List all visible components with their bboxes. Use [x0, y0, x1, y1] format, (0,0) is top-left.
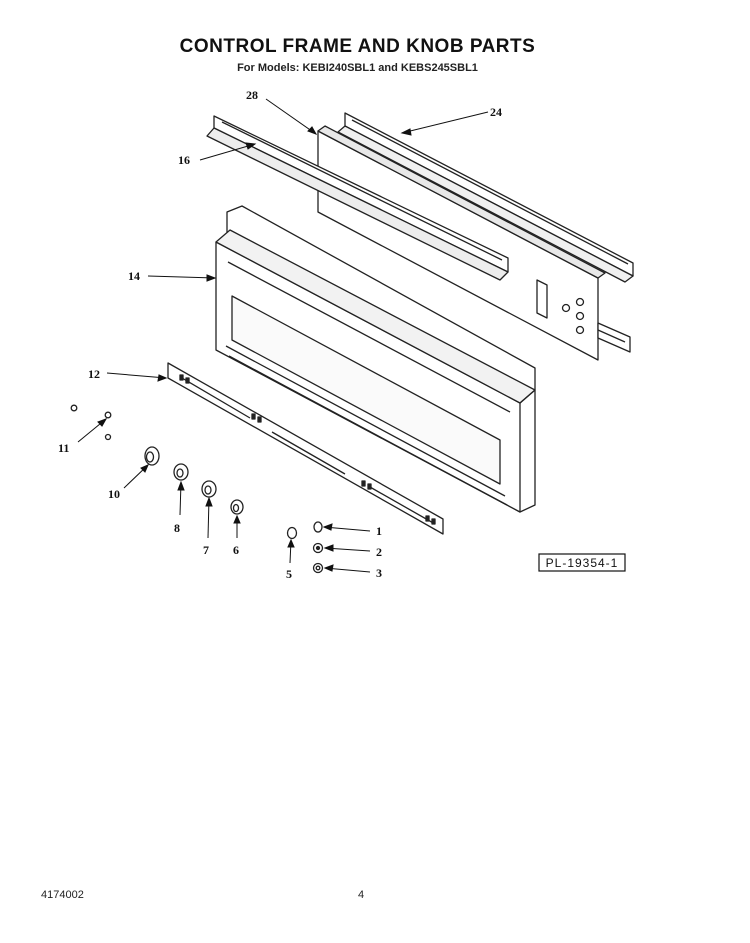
part-28-rear-rail	[337, 112, 634, 283]
callout-16: 16	[178, 153, 190, 167]
page-title: CONTROL FRAME AND KNOB PARTS	[179, 36, 536, 57]
callout-11: 11	[58, 441, 69, 455]
part-5-knob	[286, 526, 298, 540]
page-number: 4	[358, 889, 365, 901]
part-12-trim-strip	[167, 362, 444, 535]
part-6-knob	[230, 499, 244, 515]
part-8-knob	[173, 463, 189, 481]
plate-id-box: PL-19354-1	[538, 553, 626, 572]
callout-5: 5	[286, 567, 292, 581]
document-number: 4174002	[41, 889, 84, 901]
plate-id: PL-19354-1	[546, 556, 619, 570]
part-14-control-frame	[215, 205, 536, 513]
part-16-front-rail	[206, 115, 509, 281]
callout-28: 24	[490, 105, 502, 119]
model-subtitle: For Models: KEBI240SBL1 and KEBS245SBL1	[237, 62, 478, 74]
callout-7: 7	[203, 543, 209, 557]
callout-24: 28	[246, 88, 258, 102]
part-1-knob	[313, 521, 323, 533]
part-2-washer	[312, 542, 324, 554]
part-11-screws	[70, 404, 112, 441]
part-3-washer	[312, 562, 324, 574]
callout-1: 1	[376, 524, 382, 538]
callout-10: 10	[108, 487, 120, 501]
callout-8: 8	[174, 521, 180, 535]
callout-3: 3	[376, 566, 382, 580]
callout-2: 2	[376, 545, 382, 559]
callout-12: 12	[88, 367, 100, 381]
callout-14: 14	[128, 269, 140, 283]
callout-6: 6	[233, 543, 239, 557]
leader-lines	[77, 98, 489, 573]
part-7-knob	[201, 480, 217, 498]
part-10-knob	[144, 446, 160, 466]
